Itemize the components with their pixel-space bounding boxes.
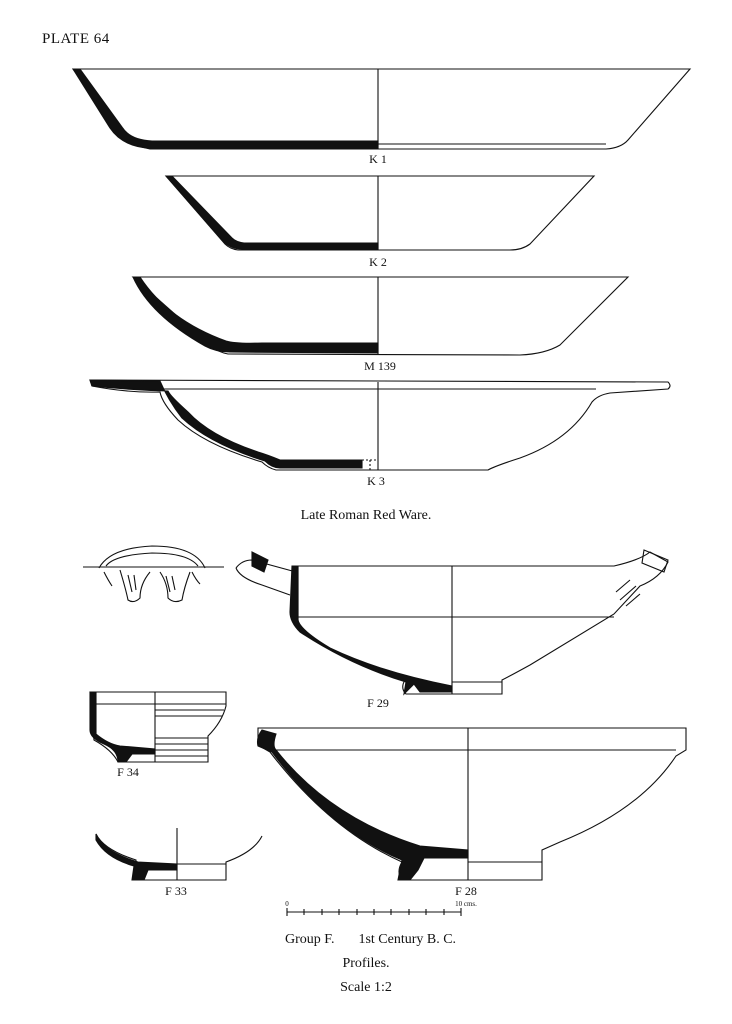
vessel-k3 <box>89 379 671 471</box>
vessel-f34 <box>89 691 227 763</box>
caption-group: Group F. <box>285 932 335 947</box>
label-f34: F 34 <box>117 765 139 779</box>
label-m139: M 139 <box>364 359 396 373</box>
plate-title: PLATE 64 <box>42 31 110 47</box>
vessel-f29 <box>235 549 669 696</box>
label-f28: F 28 <box>455 884 477 898</box>
vessel-m139 <box>131 276 630 356</box>
label-k2: K 2 <box>369 255 387 269</box>
vessel-k2 <box>164 175 596 251</box>
caption-group-line: Group F. 1st Century B. C. <box>285 932 456 948</box>
vessel-k1 <box>71 68 692 150</box>
scale-bar <box>286 908 462 916</box>
scale-start-label: 0 <box>285 900 289 908</box>
vessel-f33 <box>95 828 263 881</box>
scale-end-label: 10 cms. <box>455 900 477 908</box>
caption-scale: Scale 1:2 <box>340 980 392 995</box>
section-title: Late Roman Red Ware. <box>300 508 432 523</box>
label-k1: K 1 <box>369 152 387 166</box>
label-f33: F 33 <box>165 884 187 898</box>
label-f29: F 29 <box>367 696 389 710</box>
label-k3: K 3 <box>367 474 385 488</box>
handle-detail <box>83 545 224 603</box>
vessel-f28 <box>256 727 687 881</box>
caption-profiles: Profiles. <box>342 956 390 971</box>
caption-century: 1st Century B. C. <box>358 932 457 947</box>
